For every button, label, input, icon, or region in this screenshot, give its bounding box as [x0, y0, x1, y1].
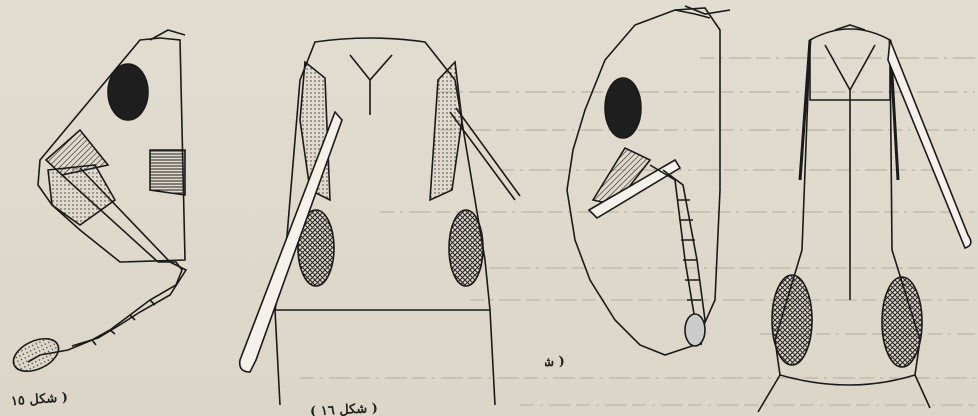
figure-18-head-dorsal: [740, 0, 978, 416]
figure-17-caption: ( شکل ١٧: [545, 354, 565, 373]
figure-17-head-profile: ( شکل ١٧: [545, 0, 745, 416]
figure-15-head-profile: ( شکل ١٥: [0, 0, 200, 416]
figure-16-caption: ( شکل ١٦ ): [310, 401, 378, 416]
figure-15-caption: ( شکل ١٥: [10, 390, 68, 409]
figure-16-head-dorsal: ( شکل ١٦ ): [230, 0, 530, 416]
